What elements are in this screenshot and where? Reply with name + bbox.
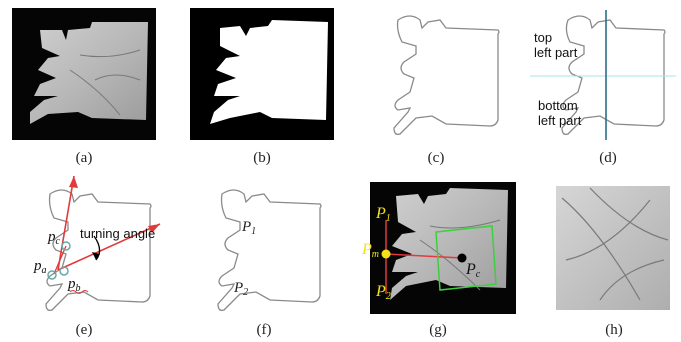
p1-label: P1 [375, 205, 391, 224]
p2-label: P2 [233, 280, 248, 298]
pc-label: pc [47, 229, 61, 247]
turning-angle-arc [93, 235, 101, 261]
pb-point [59, 266, 69, 276]
caption-f: (f) [256, 322, 272, 338]
caption-a: (a) [75, 150, 93, 166]
caption-b: (b) [253, 150, 271, 166]
panel-g-roi-image: P1 Pm P2 Pc [361, 182, 516, 314]
p2-label: P2 [375, 283, 391, 302]
pc-label: Pc [465, 261, 481, 280]
bottom-label-line1: bottom [538, 98, 578, 113]
top-left-part-label: top left part [534, 30, 577, 60]
caption-e: (e) [75, 322, 93, 338]
caption-h: (h) [605, 322, 623, 338]
top-label-line2: left part [534, 45, 578, 60]
caption-c: (c) [427, 150, 445, 166]
pc-point [457, 253, 467, 263]
panel-f-contour-points: P1 P2 [217, 189, 322, 312]
panel-e-key-points: pc pa pb turning angle [33, 175, 161, 312]
caption-g: (g) [429, 322, 447, 338]
pm-pc-line [385, 253, 463, 259]
pm-label: Pm [361, 241, 379, 260]
panel-d-split-contour [530, 10, 676, 140]
roi-box [435, 225, 497, 291]
pa-pc-line [53, 245, 67, 275]
horizontal-axis-arrow [57, 223, 161, 271]
pc-point [61, 241, 71, 251]
panel-c-contour [393, 15, 500, 136]
pa-label: pa [33, 258, 47, 276]
pa-point [47, 270, 57, 280]
panel-a-hand-image [12, 8, 156, 140]
caption-d: (d) [599, 150, 617, 166]
bottom-label-line2: left part [538, 113, 582, 128]
pm-point [381, 249, 391, 259]
turning-angle-label: turning angle [80, 226, 155, 241]
top-label-line1: top [534, 30, 553, 45]
panel-h-roi-crop [556, 186, 670, 310]
vertical-axis-arrow [57, 175, 75, 271]
bottom-left-part-label: bottom left part [538, 98, 581, 128]
pb-label: pb [67, 276, 81, 294]
panel-b-binary-image [190, 8, 334, 140]
p1-label: P1 [241, 219, 256, 237]
